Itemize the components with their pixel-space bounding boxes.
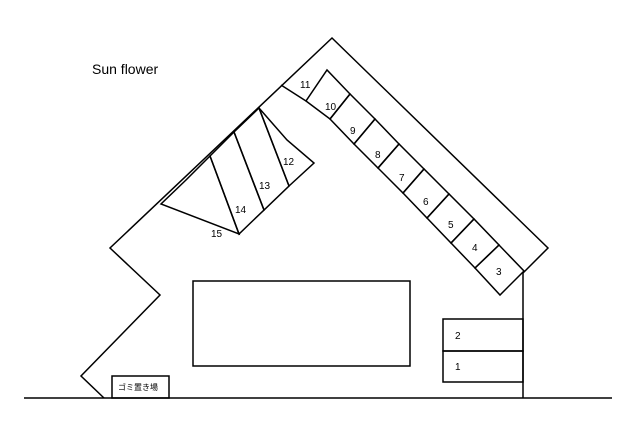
parking-stall-12 [258, 107, 316, 188]
stall-number-1: 1 [455, 362, 461, 373]
garbage-area-label: ゴミ置き場 [118, 382, 158, 392]
parking-stall-10 [304, 68, 351, 121]
stall-number-8: 8 [375, 150, 381, 161]
parking-stall-13 [233, 106, 290, 212]
stall-number-10: 10 [325, 102, 337, 113]
site-title: Sun flower [92, 61, 158, 77]
stall-number-15: 15 [211, 229, 223, 240]
stall-number-3: 3 [496, 267, 502, 278]
stall-number-9: 9 [350, 126, 356, 137]
parking-stall-1 [442, 350, 524, 383]
stall-number-11: 11 [300, 80, 311, 91]
parking-stall-14 [209, 130, 265, 236]
garbage-area [111, 375, 170, 399]
stall-number-5: 5 [448, 220, 454, 231]
parking-stall-6 [401, 167, 451, 220]
stall-number-13: 13 [259, 181, 271, 192]
parking-stall-15 [159, 154, 241, 236]
stall-number-12: 12 [283, 157, 295, 168]
stall-number-2: 2 [455, 331, 461, 342]
stall-number-4: 4 [472, 243, 478, 254]
parking-stall-5 [425, 192, 476, 245]
building [192, 280, 411, 367]
stall-number-14: 14 [235, 205, 247, 216]
parking-stall-11-divider [280, 84, 307, 102]
lot-outline [79, 36, 550, 399]
stall-number-6: 6 [423, 197, 429, 208]
stall-number-7: 7 [399, 173, 405, 184]
parking-stall-7 [376, 142, 426, 195]
